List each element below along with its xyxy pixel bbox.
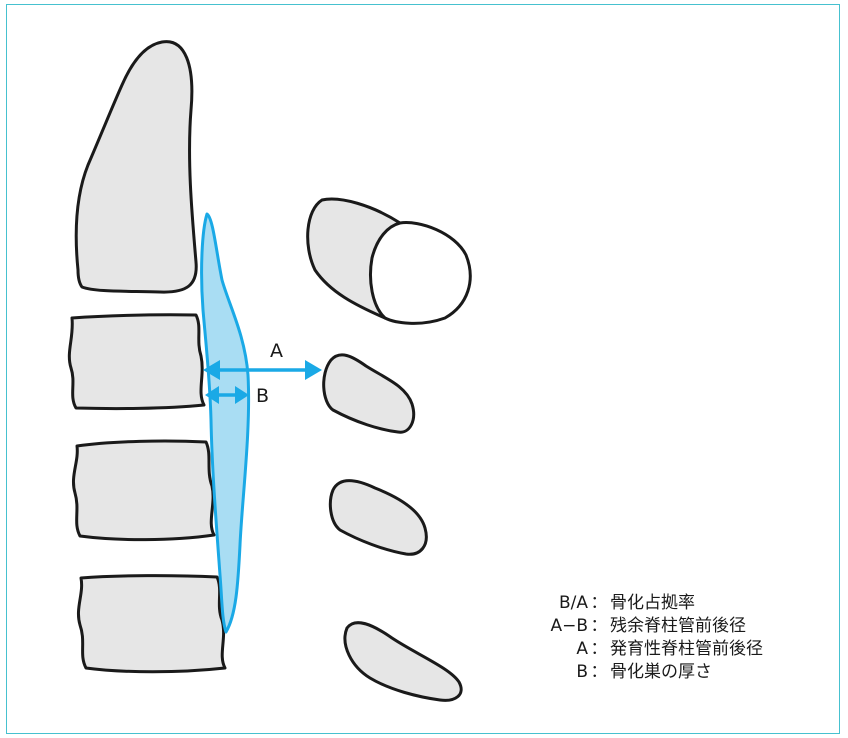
legend-separator: ：	[588, 638, 610, 661]
legend-item: B ： 骨化巣の厚さ	[498, 661, 818, 684]
arrow-a-label: A	[270, 340, 283, 362]
vertebral-body-3	[78, 576, 225, 672]
legend-text: 骨化巣の厚さ	[610, 661, 712, 684]
spinous-process-top	[371, 223, 471, 324]
legend-text: 発育性脊柱管前後径	[610, 638, 763, 661]
legend: B/A ： 骨化占拠率 A−B ： 残余脊柱管前後径 A ： 発育性脊柱管前後径…	[498, 592, 818, 684]
legend-item: A ： 発育性脊柱管前後径	[498, 638, 818, 661]
legend-text: 骨化占拠率	[610, 592, 695, 615]
legend-item: A−B ： 残余脊柱管前後径	[498, 615, 818, 638]
legend-key: B/A	[498, 592, 588, 615]
vertebral-body-2	[73, 441, 214, 540]
legend-separator: ：	[588, 661, 610, 684]
vertebral-body-1	[69, 315, 204, 409]
legend-item: B/A ： 骨化占拠率	[498, 592, 818, 615]
lamina-3	[345, 623, 461, 701]
lamina-1	[324, 355, 414, 432]
arrow-b-label: B	[256, 385, 269, 407]
legend-key: A−B	[498, 615, 588, 638]
vertebra-top-odontoid	[76, 42, 196, 292]
ossification-lesion	[202, 214, 249, 632]
legend-key: A	[498, 638, 588, 661]
lamina-2	[330, 481, 426, 555]
legend-text: 残余脊柱管前後径	[610, 615, 746, 638]
legend-separator: ：	[588, 592, 610, 615]
legend-key: B	[498, 661, 588, 684]
legend-separator: ：	[588, 615, 610, 638]
